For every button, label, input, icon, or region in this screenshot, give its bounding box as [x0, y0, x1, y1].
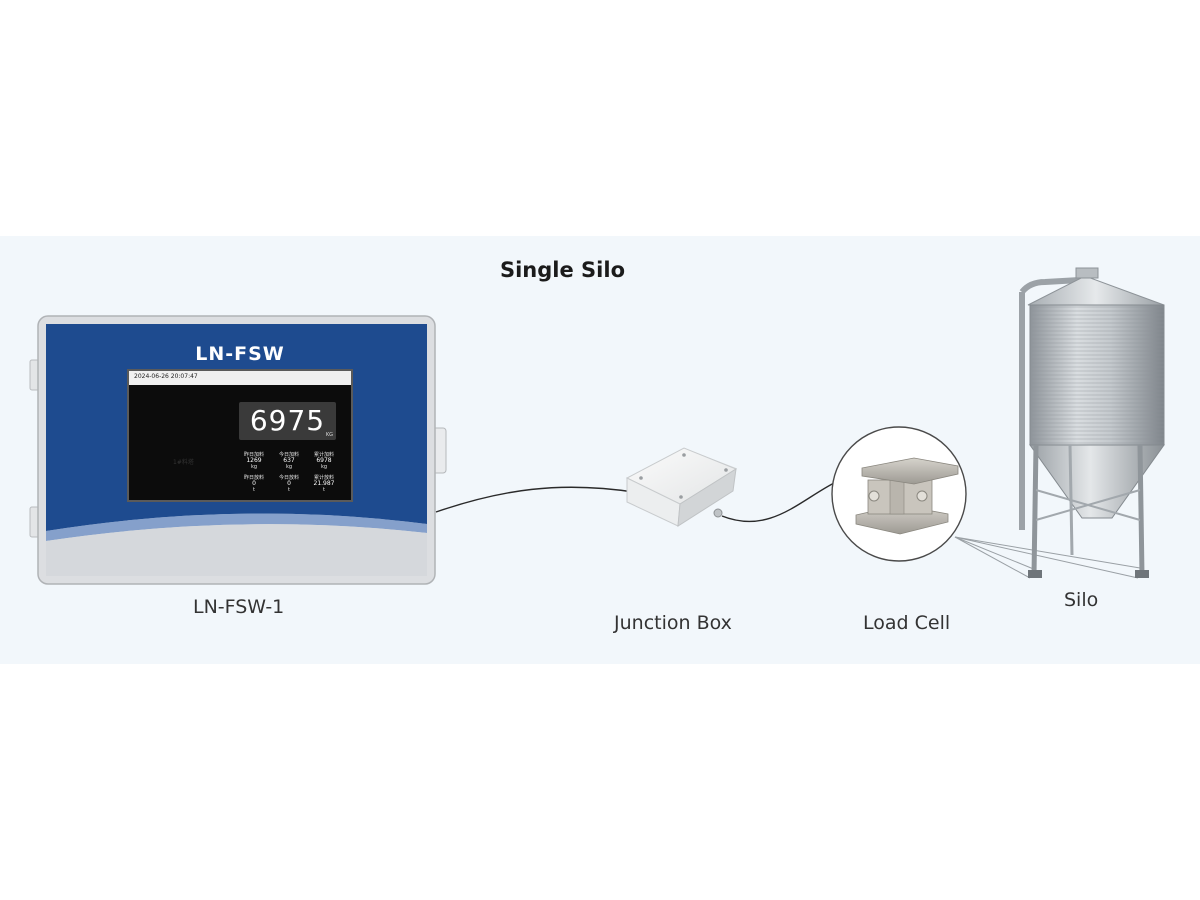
- cable-gland: [713, 508, 723, 518]
- silo-label: Silo: [1064, 589, 1099, 611]
- stat-label: 累计放料: [313, 475, 334, 481]
- pointer-line-1: [954, 536, 1031, 579]
- load-cell-label: Load Cell: [863, 612, 951, 634]
- junction-box-label: Junction Box: [614, 612, 732, 634]
- screen-stat: 累计放料 21.987 t: [307, 475, 341, 493]
- indicator-screen[interactable]: 2024-06-26 20:07:47 6975 KG 1#料塔 昨日加料 12…: [127, 369, 353, 502]
- pointer-line-4: [954, 536, 1141, 569]
- stat-value: 6978: [316, 457, 332, 464]
- pointer-line-2: [954, 536, 1037, 571]
- housing-gray-panel: [46, 524, 427, 576]
- stat-label: 累计加料: [313, 452, 334, 458]
- stat-unit: t: [323, 487, 325, 493]
- stat-label: 今日放料: [278, 475, 299, 481]
- stat-value: 21.987: [313, 480, 335, 487]
- screen-stat: 昨日加料 1269 kg: [237, 452, 271, 470]
- housing-accent-wave: [46, 513, 427, 541]
- stat-value: 0: [252, 480, 256, 487]
- stat-unit: kg: [250, 464, 258, 470]
- screen-stat: 昨日放料 0 t: [237, 475, 271, 493]
- stat-label: 昨日放料: [243, 475, 264, 481]
- load-cell-device: [831, 426, 967, 562]
- stat-unit: kg: [285, 464, 293, 470]
- diagram-title: Single Silo: [499, 258, 625, 282]
- screen-weight-display: 6975 KG: [239, 402, 336, 440]
- stat-label: 昨日加料: [243, 452, 264, 458]
- stat-unit: t: [288, 487, 290, 493]
- screen-weight-unit: KG: [325, 432, 333, 438]
- screen-stat: 累计加料 6978 kg: [307, 452, 341, 470]
- screen-status-bar: 2024-06-26 20:07:47: [129, 371, 351, 385]
- junction-box-device: [625, 447, 738, 527]
- screen-silo-label: 1#料塔: [173, 459, 194, 466]
- stat-label: 今日加料: [278, 452, 299, 458]
- screen-stat: 今日加料 637 kg: [272, 452, 306, 470]
- indicator-caption: LN-FSW-1: [193, 596, 285, 618]
- indicator-brand-label: LN-FSW: [195, 343, 285, 365]
- screen-weight-value: 6975: [249, 404, 326, 437]
- screen-datetime: 2024-06-26 20:07:47: [134, 373, 198, 380]
- cable-indicator-to-junction: [435, 486, 641, 513]
- stat-value: 637: [283, 457, 295, 464]
- screen-stat: 今日放料 0 t: [272, 475, 306, 493]
- stat-unit: kg: [320, 464, 328, 470]
- silo-illustration: [1019, 267, 1165, 578]
- pointer-line-3: [954, 536, 1139, 579]
- stat-unit: t: [253, 487, 255, 493]
- stat-value: 0: [287, 480, 291, 487]
- stat-value: 1269: [246, 457, 262, 464]
